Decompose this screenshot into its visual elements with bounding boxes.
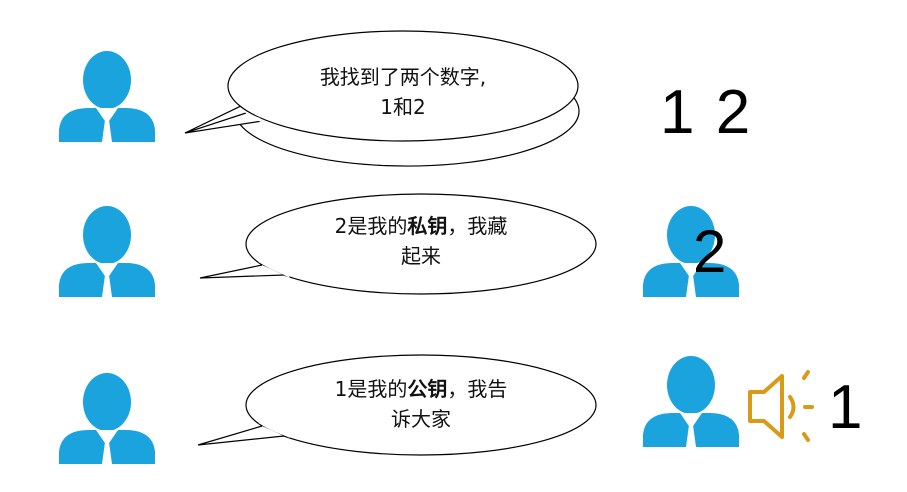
bubble-line: 起来 [401, 244, 441, 268]
public-key-term: 公钥 [407, 377, 448, 401]
person-icon [643, 356, 739, 447]
speech-bubble [197, 354, 597, 456]
speaker-icon [748, 370, 814, 442]
bubble-text-prefix: 1是我的 [334, 377, 408, 401]
speech-bubble [199, 193, 597, 295]
bubble-text-row1: 我找到了两个数字, 1和2 [268, 62, 538, 122]
bubble-text-row2: 2是我的私钥，我藏 起来 [296, 211, 546, 271]
found-numbers: 1 2 [660, 78, 753, 147]
bubble-text-prefix: 2是我的 [334, 214, 408, 238]
bubble-line: 2是我的私钥，我藏 [296, 211, 546, 241]
bubble-text-suffix: ，我告 [447, 377, 508, 401]
person-icon [59, 51, 155, 142]
bubble-line: 我找到了两个数字, [319, 65, 487, 89]
bubble-text-row3: 1是我的公钥，我告 诉大家 [296, 374, 546, 434]
bubble-line: 1和2 [380, 95, 426, 119]
bubble-line: 诉大家 [391, 407, 451, 431]
bubble-text-suffix: ，我藏 [447, 214, 508, 238]
person-icon [59, 206, 155, 297]
private-key-term: 私钥 [407, 214, 448, 238]
hidden-private-number: 2 [693, 218, 727, 285]
person-icon [643, 206, 739, 297]
person-icon [59, 373, 155, 464]
bubble-line: 1是我的公钥，我告 [296, 374, 546, 404]
announced-public-number: 1 [828, 373, 863, 442]
speech-bubble [184, 30, 580, 167]
